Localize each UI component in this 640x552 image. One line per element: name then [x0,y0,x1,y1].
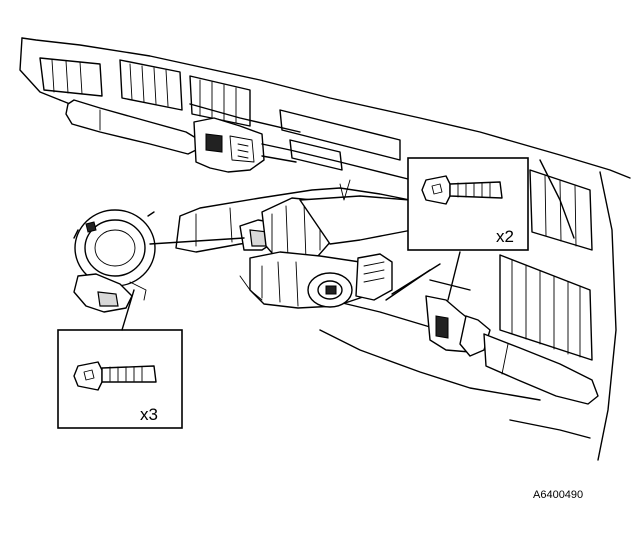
callout-box-bolt-left: x3 [57,329,183,429]
clock-spring [73,209,156,313]
dashboard-panel [19,37,631,461]
callout-label-bolt-left: x3 [140,405,158,424]
vent-lower [499,169,593,361]
wiper-switch-stalk [65,99,421,183]
bolt-icon [73,361,157,391]
leader-line-clock-spring [149,237,245,245]
vent-upper [39,57,251,127]
leader-line-bolt-left [121,289,135,331]
callout-box-bolt-right: x2 [407,157,529,251]
combination-switch-stalk [425,295,599,405]
steering-column [175,179,441,309]
leader-line-combination-switch [447,251,461,301]
figure-id: A6400490 [533,489,583,501]
bolt-icon [421,175,503,205]
callout-label-bolt-right: x2 [496,227,514,246]
